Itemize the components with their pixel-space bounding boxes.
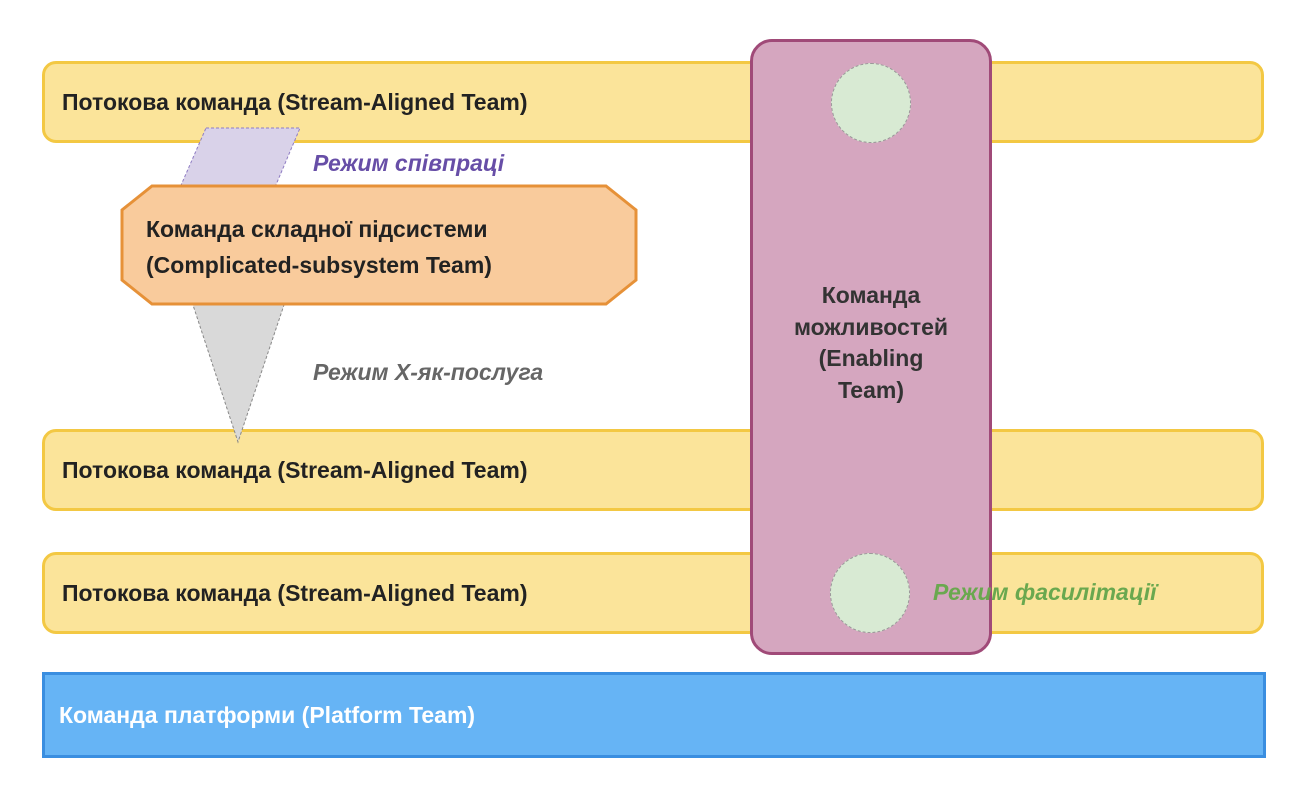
stream-aligned-team-2: Потокова команда (Stream-Aligned Team) bbox=[42, 429, 1264, 511]
enabling-label-line1: Команда bbox=[821, 282, 921, 308]
x-as-a-service-triangle bbox=[191, 301, 286, 444]
enabling-label-line2: можливостей bbox=[793, 313, 949, 340]
platform-team: Команда платформи (Platform Team) bbox=[42, 672, 1266, 758]
facilitation-circle-top bbox=[831, 63, 911, 143]
complicated-subsystem-label-line2: (Complicated-subsystem Team) bbox=[146, 251, 492, 278]
stream-aligned-team-label: Потокова команда (Stream-Aligned Team) bbox=[62, 579, 528, 606]
complicated-subsystem-label-line1: Команда складної підсистеми bbox=[146, 216, 488, 242]
enabling-label-line3: (Enabling bbox=[818, 345, 924, 372]
enabling-label-line4: Team) bbox=[837, 377, 905, 404]
enabling-team-label: Команда можливостей (Enabling Team) bbox=[753, 280, 989, 407]
platform-team-label: Команда платформи (Platform Team) bbox=[59, 701, 476, 728]
stream-aligned-team-label: Потокова команда (Stream-Aligned Team) bbox=[62, 456, 528, 483]
enabling-team: Команда можливостей (Enabling Team) bbox=[750, 39, 992, 655]
facilitation-mode-label: Режим фасилітації bbox=[933, 579, 1157, 605]
collaboration-mode-label: Режим співпраці bbox=[313, 150, 505, 176]
stream-aligned-team-3: Потокова команда (Stream-Aligned Team) bbox=[42, 552, 1264, 634]
facilitation-circle-bottom bbox=[830, 553, 910, 633]
x-as-a-service-mode-label: Режим X-як-послуга bbox=[313, 359, 544, 385]
complicated-subsystem-octagon bbox=[120, 184, 638, 306]
stream-aligned-team-label: Потокова команда (Stream-Aligned Team) bbox=[62, 88, 528, 115]
complicated-subsystem-team-label: Команда складної підсистеми (Complicated… bbox=[146, 212, 492, 283]
